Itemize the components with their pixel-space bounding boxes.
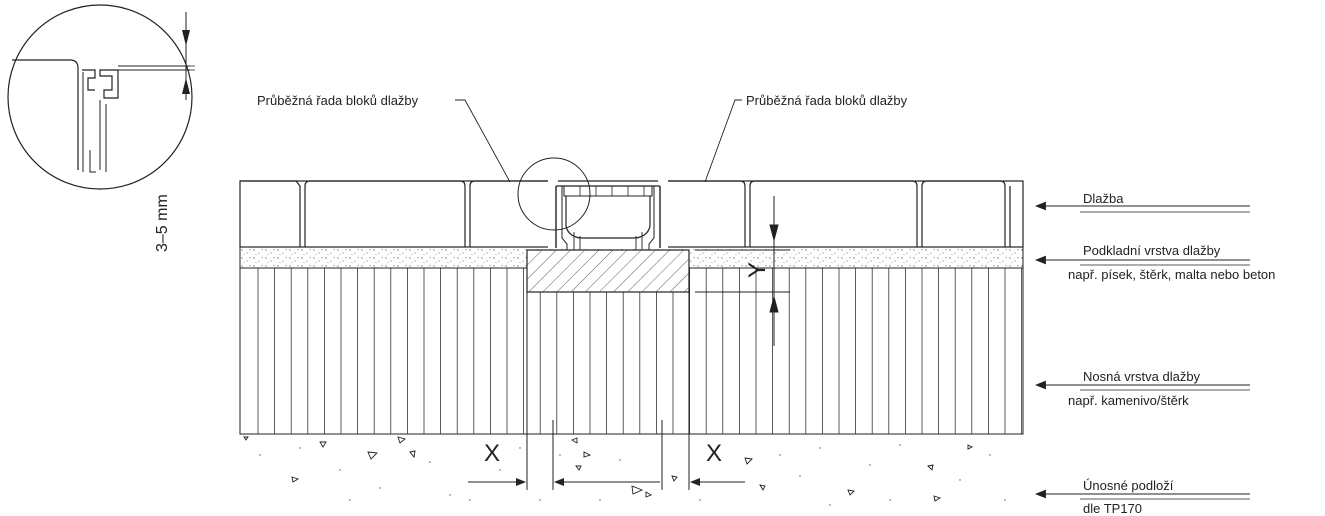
detail-marker [517, 157, 591, 231]
bedding-note: např. písek, štěrk, malta nebo beton [1068, 267, 1276, 282]
base-layer [239, 267, 1024, 435]
y-label: Y [744, 261, 771, 278]
detail-dimension-label: 3–5 mm [154, 194, 171, 252]
x-dimensions [468, 292, 745, 490]
base-note: např. kamenivo/štěrk [1068, 393, 1189, 408]
y-dimension [695, 196, 790, 346]
leader-right [704, 99, 742, 183]
row-left-label: Průběžná řada bloků dlažby [257, 93, 419, 108]
x-right-label: X [706, 440, 723, 467]
paving-label: Dlažba [1083, 191, 1124, 206]
subgrade-label: Únosné podloží [1083, 478, 1174, 493]
drainage-channel [548, 178, 668, 250]
bedding-label: Podkladní vrstva dlažby [1083, 243, 1221, 258]
concrete-haunch [526, 249, 690, 293]
label-arrows [1034, 201, 1250, 500]
x-left-label: X [484, 440, 501, 467]
detail-view [7, 4, 195, 190]
row-right-label: Průběžná řada bloků dlažby [746, 93, 908, 108]
subgrade-aggregate [243, 436, 974, 502]
base-label: Nosná vrstva dlažby [1083, 369, 1201, 384]
leader-left [455, 99, 511, 183]
subgrade-note: dle TP170 [1083, 501, 1143, 516]
